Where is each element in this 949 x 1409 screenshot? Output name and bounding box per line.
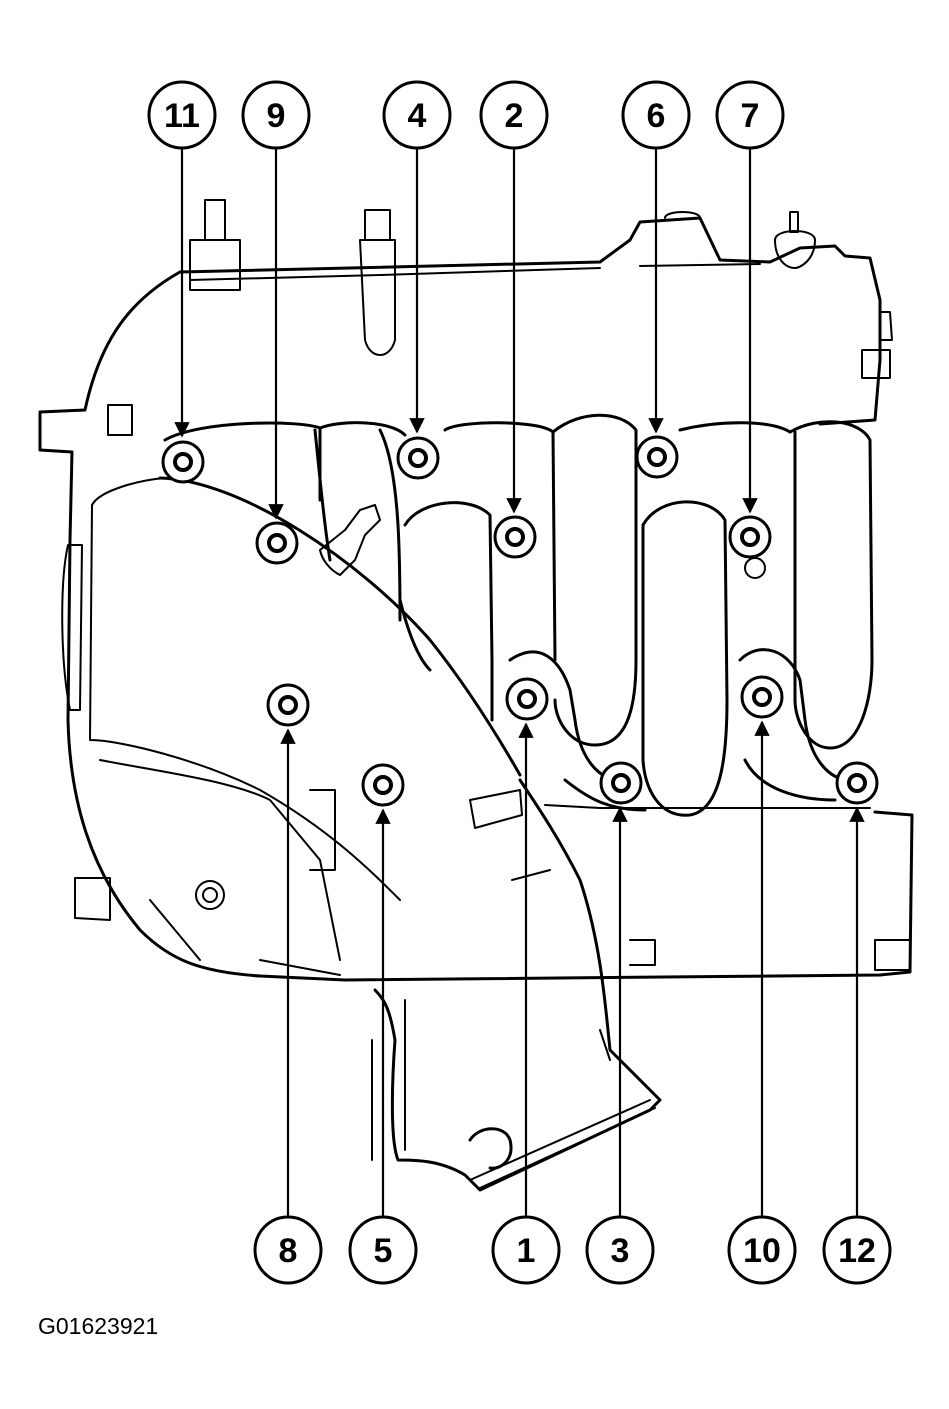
svg-text:8: 8 <box>279 1232 298 1270</box>
callout-5: 5 <box>348 1215 418 1285</box>
svg-text:7: 7 <box>741 97 760 135</box>
bolt-hole <box>505 677 549 721</box>
svg-text:3: 3 <box>611 1232 630 1270</box>
manifold-drawing <box>38 199 914 1192</box>
bolt-holes <box>161 435 879 807</box>
callout-2: 2 <box>479 80 549 150</box>
bolt-hole <box>361 763 405 807</box>
bolt-hole <box>255 521 299 565</box>
svg-text:10: 10 <box>743 1232 781 1270</box>
bolt-hole <box>835 761 879 805</box>
bolt-hole <box>396 436 440 480</box>
callout-8: 8 <box>253 1215 323 1285</box>
bolt-hole <box>728 515 772 559</box>
callout-9: 9 <box>241 80 311 150</box>
bolt-hole <box>161 440 205 484</box>
callout-7: 7 <box>715 80 785 150</box>
bolt-hole <box>493 515 537 559</box>
callout-6: 6 <box>621 80 691 150</box>
svg-text:11: 11 <box>164 97 200 135</box>
svg-text:12: 12 <box>838 1232 876 1270</box>
callouts: 11 9 4 2 6 7 8 5 1 3 10 12 <box>147 80 892 1285</box>
callout-1: 1 <box>491 1215 561 1285</box>
bolt-hole <box>266 683 310 727</box>
callout-11: 11 <box>147 80 217 150</box>
callout-4: 4 <box>382 80 452 150</box>
callout-3: 3 <box>585 1215 655 1285</box>
figure-id: G01623921 <box>38 1313 159 1339</box>
bolt-hole <box>635 435 679 479</box>
svg-text:1: 1 <box>517 1232 536 1270</box>
leader-lines <box>174 148 865 1217</box>
svg-text:9: 9 <box>267 97 286 135</box>
svg-text:5: 5 <box>374 1232 393 1270</box>
callout-12: 12 <box>822 1215 892 1285</box>
svg-text:6: 6 <box>647 97 666 135</box>
svg-text:4: 4 <box>408 97 427 135</box>
bolt-hole <box>599 761 643 805</box>
callout-10: 10 <box>727 1215 797 1285</box>
svg-text:2: 2 <box>505 97 524 135</box>
bolt-hole <box>740 675 784 719</box>
